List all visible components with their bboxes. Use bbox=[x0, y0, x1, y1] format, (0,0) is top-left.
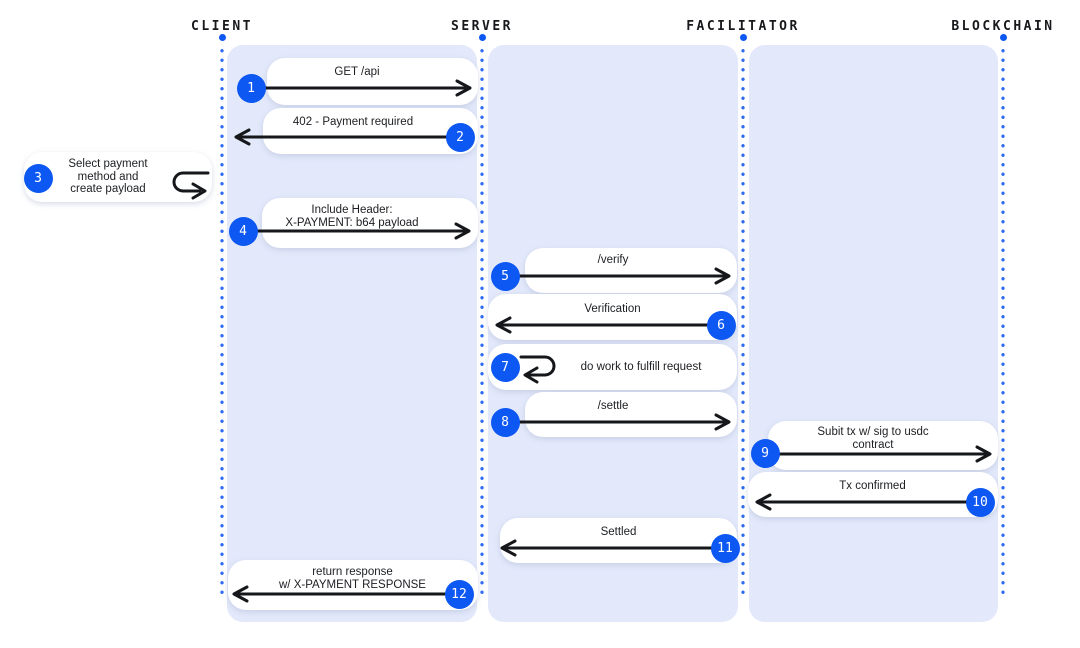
message-label: Subit tx w/ sig to usdc contract bbox=[817, 426, 929, 451]
arrow-right-icon bbox=[505, 267, 731, 285]
self-loop-arrow-icon bbox=[519, 355, 556, 384]
arrow-right-icon bbox=[764, 445, 992, 463]
message-pill bbox=[748, 472, 998, 517]
message-label: Verification bbox=[584, 303, 641, 315]
arrow-left-icon bbox=[234, 128, 464, 146]
step-number-badge: 6 bbox=[706, 310, 736, 340]
arrow-right-icon bbox=[245, 222, 471, 240]
arrow-right-icon bbox=[250, 79, 472, 97]
step-number-badge: 4 bbox=[228, 216, 258, 246]
lifeline-label-facilitator: FACILITATOR bbox=[686, 19, 800, 34]
message-label: 402 - Payment required bbox=[292, 116, 414, 128]
lifeline-dotted-line bbox=[1001, 46, 1005, 596]
message-label: return response w/ X-PAYMENT RESPONSE bbox=[279, 566, 426, 591]
step-number-badge: 3 bbox=[23, 163, 53, 193]
lifeline-dotted-line bbox=[220, 46, 224, 596]
message-pill bbox=[525, 392, 737, 437]
step-number-badge: 5 bbox=[490, 261, 520, 291]
panel-facilitator-blockchain bbox=[749, 45, 998, 622]
step-number-badge: 1 bbox=[236, 73, 266, 103]
lifeline-dotted-line bbox=[741, 46, 745, 596]
message-pill bbox=[263, 108, 478, 154]
step-number-badge: 10 bbox=[965, 487, 995, 517]
step-number-badge: 7 bbox=[490, 352, 520, 382]
message-pill bbox=[24, 152, 212, 202]
step-number-badge: 11 bbox=[710, 533, 740, 563]
arrow-left-icon bbox=[755, 493, 983, 511]
message-label: Tx confirmed bbox=[839, 480, 906, 492]
step-number-badge: 12 bbox=[444, 579, 474, 609]
arrow-left-icon bbox=[500, 539, 727, 557]
lifeline-dot bbox=[218, 34, 226, 41]
message-pill bbox=[488, 344, 737, 390]
lifeline-dot bbox=[739, 34, 747, 41]
message-pill bbox=[768, 421, 998, 470]
lifeline-label-blockchain: BLOCKCHAIN bbox=[951, 19, 1055, 34]
message-label: do work to fulfill request bbox=[580, 361, 702, 373]
lifeline-label-server: SERVER bbox=[451, 19, 513, 34]
message-label: Select payment method and create payload bbox=[68, 158, 148, 195]
message-label: GET /api bbox=[334, 66, 380, 78]
step-number-badge: 8 bbox=[490, 407, 520, 437]
message-pill bbox=[267, 58, 478, 105]
lifeline-dot bbox=[999, 34, 1007, 41]
lifeline-dot bbox=[478, 34, 486, 41]
arrow-left-icon bbox=[495, 316, 724, 334]
message-pill bbox=[525, 248, 737, 293]
step-number-badge: 9 bbox=[750, 438, 780, 468]
message-pill bbox=[488, 294, 737, 340]
message-pill bbox=[500, 518, 737, 563]
step-number-badge: 2 bbox=[445, 122, 475, 152]
lifeline-label-client: CLIENT bbox=[191, 19, 253, 34]
arrow-right-icon bbox=[505, 413, 731, 431]
message-pill bbox=[228, 560, 478, 610]
message-label: Include Header: X-PAYMENT: b64 payload bbox=[285, 204, 419, 229]
lifeline-dotted-line bbox=[480, 46, 484, 596]
message-pill bbox=[262, 198, 478, 248]
message-label: Settled bbox=[600, 526, 637, 538]
arrow-left-icon bbox=[232, 585, 461, 603]
message-label: /settle bbox=[597, 400, 629, 412]
self-loop-arrow-icon bbox=[172, 171, 210, 200]
message-label: /verify bbox=[597, 254, 629, 266]
